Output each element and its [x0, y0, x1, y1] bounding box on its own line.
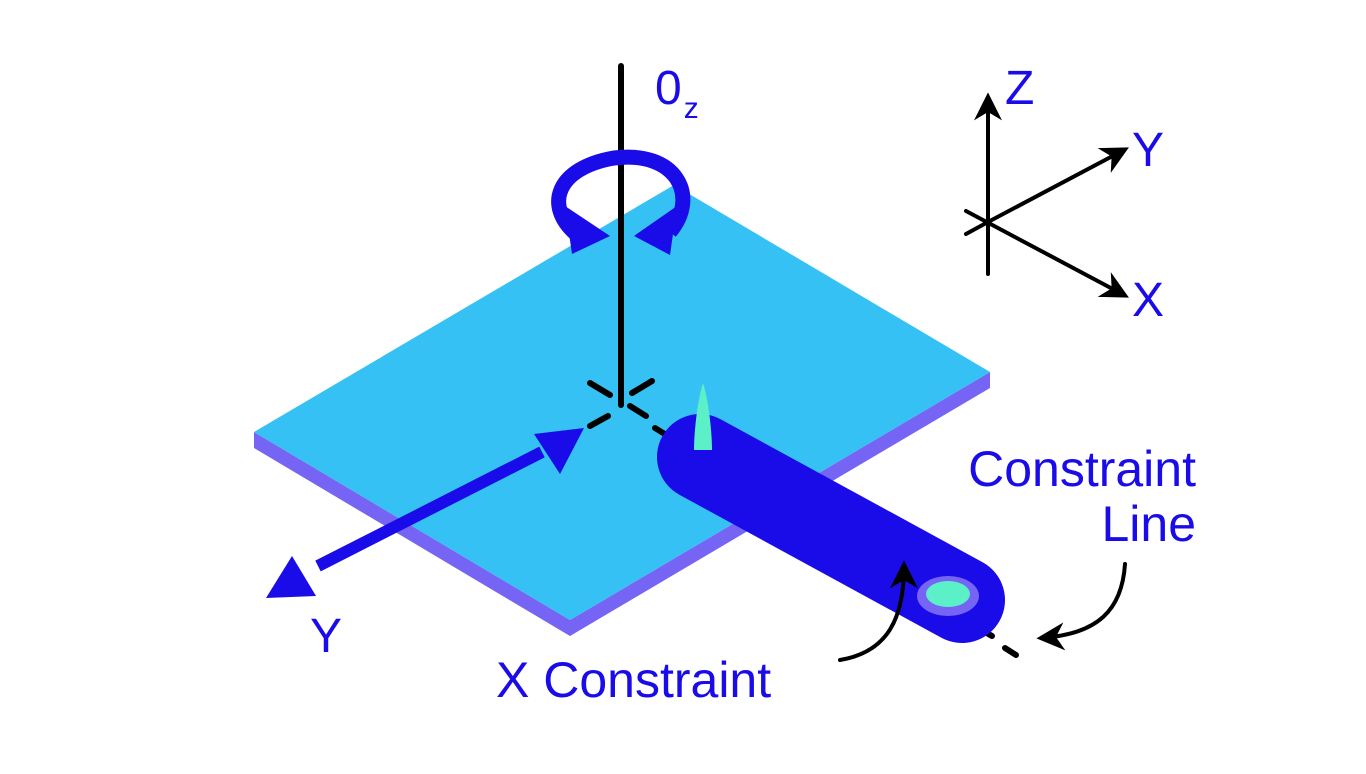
tool-tip [926, 581, 970, 607]
x-constraint-label: X Constraint [496, 652, 771, 708]
origin-cross [587, 378, 655, 429]
callout-arrows [838, 560, 1127, 662]
coordinate-triad [964, 92, 1129, 298]
triad-z-label: Z [1005, 62, 1034, 115]
triad-x-label: X [1132, 274, 1164, 327]
y-axis-label: Y [310, 610, 342, 663]
rotation-arrows-icon [551, 149, 691, 255]
slot-body [657, 414, 1005, 643]
double-arrow-icon [266, 428, 584, 598]
x-constraint-slot [657, 383, 1005, 643]
pin [694, 383, 712, 450]
constraint-line-label-1: Constraint [968, 441, 1196, 497]
triad-y-label: Y [1132, 124, 1164, 177]
constraint-line-label-2: Line [1101, 496, 1196, 552]
rotation-axis-label: 0z [655, 62, 699, 125]
rotation-axis-subscript: z [684, 92, 699, 125]
